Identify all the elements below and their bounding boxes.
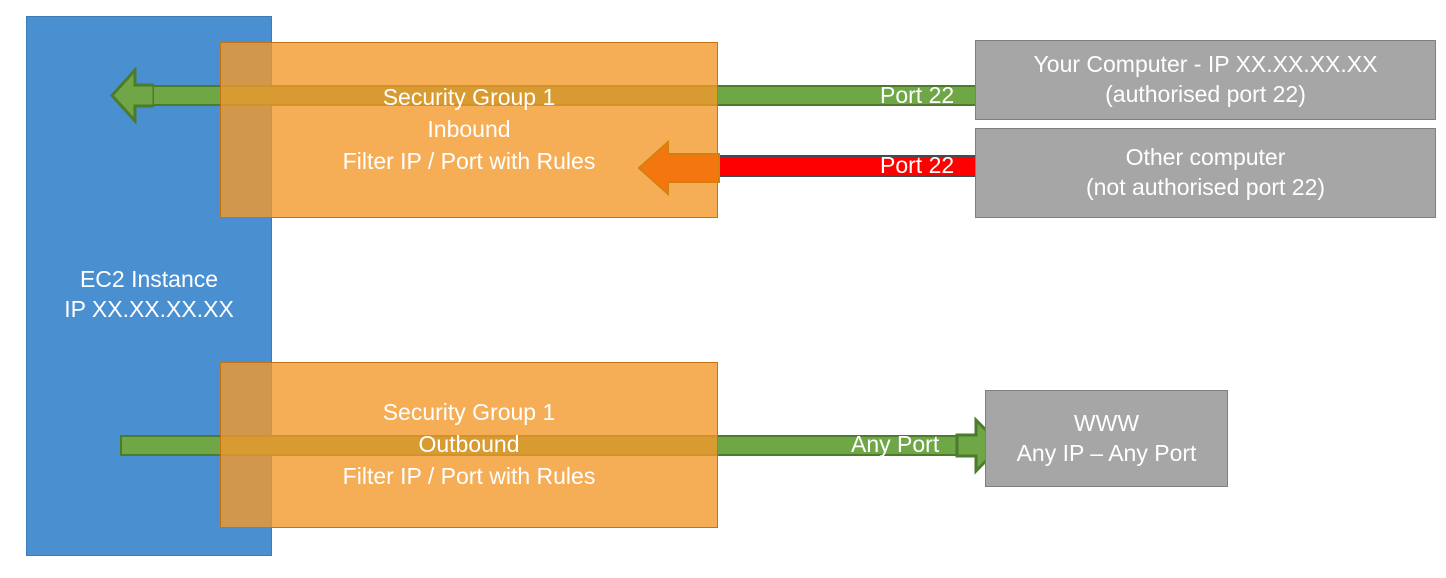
other-computer-title: Other computer — [1125, 144, 1286, 171]
other-computer-note: (not authorised port 22) — [1085, 174, 1326, 200]
security-group-outbound-rules: Filter IP / Port with Rules — [342, 462, 596, 489]
endpoint-other-computer-box: Other computer (not authorised port 22) — [975, 128, 1436, 218]
www-title: WWW — [1073, 409, 1140, 436]
connection-inbound-blocked-bar — [718, 155, 978, 177]
arrow-right-green-icon — [955, 416, 1003, 475]
security-group-outbound-title: Security Group 1 — [382, 399, 556, 426]
arrow-left-orange-blocked-icon — [638, 140, 720, 196]
your-computer-title: Your Computer - IP XX.XX.XX.XX — [1033, 51, 1378, 78]
label-port-22-allowed: Port 22 — [880, 82, 955, 108]
security-group-inbound-rules: Filter IP / Port with Rules — [342, 147, 596, 174]
your-computer-note: (authorised port 22) — [1105, 81, 1306, 107]
security-group-inbound-title: Security Group 1 — [382, 84, 556, 111]
security-group-outbound-direction: Outbound — [418, 431, 520, 458]
ec2-instance-label: EC2 Instance IP XX.XX.XX.XX — [27, 265, 271, 325]
security-group-inbound-box: Security Group 1 Inbound Filter IP / Por… — [220, 42, 718, 218]
ec2-instance-ip: IP XX.XX.XX.XX — [64, 295, 234, 322]
ec2-instance-title: EC2 Instance — [79, 266, 219, 292]
label-any-port: Any Port — [851, 431, 940, 457]
endpoint-www-box: WWW Any IP – Any Port — [985, 390, 1228, 487]
security-group-inbound-direction: Inbound — [427, 116, 511, 143]
security-group-outbound-box: Security Group 1 Outbound Filter IP / Po… — [220, 362, 718, 528]
label-port-22-blocked: Port 22 — [880, 152, 955, 178]
endpoint-your-computer-box: Your Computer - IP XX.XX.XX.XX (authoris… — [975, 40, 1436, 120]
arrow-left-green-icon — [110, 66, 154, 125]
www-note: Any IP – Any Port — [1016, 439, 1197, 466]
